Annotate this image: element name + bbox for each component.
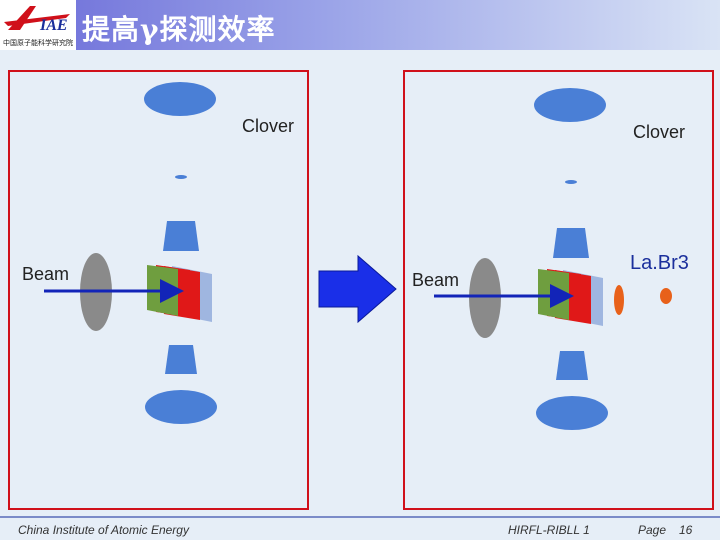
clover-top-shield (163, 221, 199, 251)
page-title: 提高γ探测效率 (82, 13, 276, 46)
labr3-detector-right (660, 288, 672, 304)
logo-mark-icon: IAE (4, 6, 70, 34)
setup-panel-left (8, 70, 309, 510)
setup-panel-right (403, 70, 714, 510)
clover-bottom-detector-right (536, 396, 608, 430)
footer-institute: China Institute of Atomic Energy (18, 523, 189, 537)
right-arrow-icon (318, 254, 397, 324)
clover-top-crystal (175, 175, 187, 179)
footer-page-label: Page (638, 523, 667, 537)
clover-top-detector-right (534, 88, 606, 122)
logo-text: IAE (39, 17, 68, 34)
footer-group: HIRFL-RIBLL 1 (508, 523, 590, 537)
clover-top-shield-right (553, 228, 589, 258)
clover-label-left: Clover (242, 116, 295, 136)
labr3-label: La.Br3 (630, 252, 689, 274)
target-disk-right (469, 258, 501, 338)
beam-label-left: Beam (22, 264, 70, 284)
institute-logo: IAE 中国原子能科学研究院 (0, 0, 76, 50)
clover-bottom-shield (165, 345, 197, 374)
clover-bottom-detector (145, 390, 217, 424)
clover-bottom-shield-right (556, 351, 588, 380)
clover-top-crystal-right (565, 180, 577, 184)
clover-label-right: Clover (633, 122, 686, 142)
footer-page-number: 16 (679, 523, 693, 537)
beam-label-right: Beam (412, 270, 460, 290)
header-bar: IAE 中国原子能科学研究院 提高γ探测效率 (0, 0, 720, 50)
logo-subtext: 中国原子能科学研究院 (3, 39, 73, 47)
target-layer-stack (147, 265, 212, 322)
footer-divider (0, 516, 720, 518)
clover-top-detector (144, 82, 216, 116)
labr3-detector-left (614, 285, 624, 315)
